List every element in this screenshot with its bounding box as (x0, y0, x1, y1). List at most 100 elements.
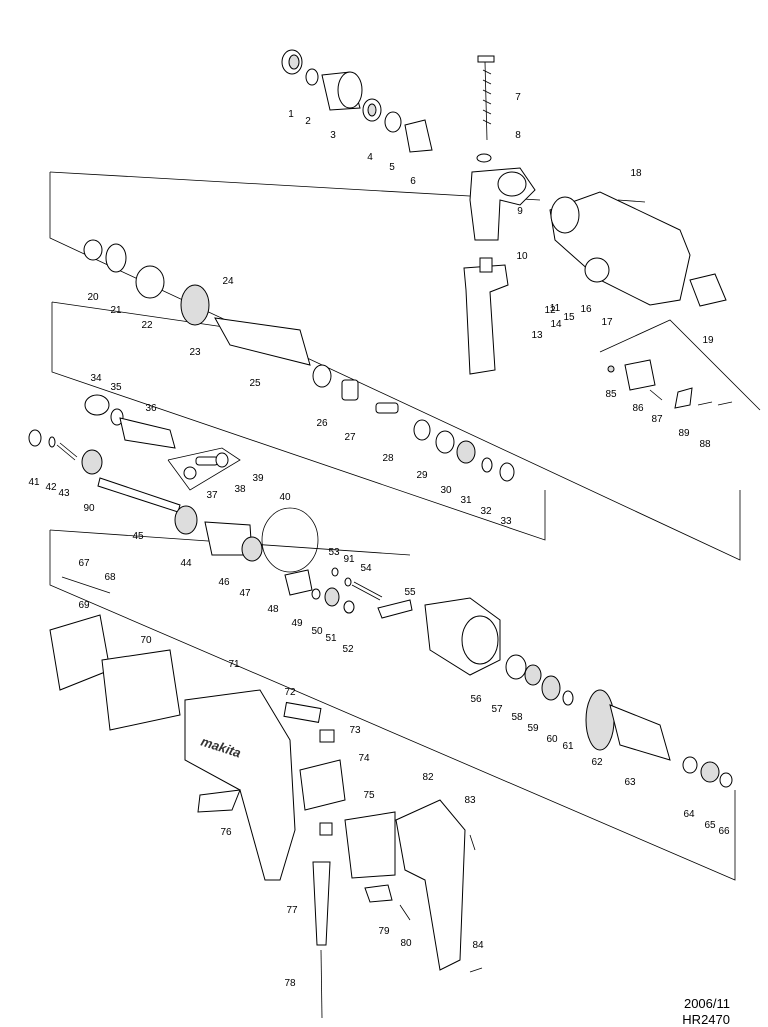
part-number-46: 46 (218, 577, 230, 588)
part-number-73: 73 (349, 725, 361, 736)
part-number-43: 43 (58, 488, 70, 499)
part-number-91: 91 (343, 554, 355, 565)
part-number-83: 83 (464, 795, 476, 806)
part-number-12: 12 (544, 305, 556, 316)
part-number-82: 82 (422, 772, 434, 783)
part-number-1: 1 (288, 109, 294, 120)
part-number-32: 32 (480, 506, 492, 517)
part-number-15: 15 (563, 312, 575, 323)
part-number-55: 55 (404, 587, 416, 598)
part-number-62: 62 (591, 757, 603, 768)
part-number-labels: 1234567891011121314151617181920212223242… (28, 92, 730, 989)
part-number-44: 44 (180, 558, 192, 569)
part-number-66: 66 (718, 826, 730, 837)
part-number-57: 57 (491, 704, 503, 715)
part-number-7: 7 (515, 92, 521, 103)
part-number-78: 78 (284, 978, 296, 989)
part-number-29: 29 (416, 470, 428, 481)
part-number-85: 85 (605, 389, 617, 400)
part-number-56: 56 (470, 694, 482, 705)
part-number-58: 58 (511, 712, 523, 723)
part-number-22: 22 (141, 320, 153, 331)
part-number-31: 31 (460, 495, 472, 506)
part-number-5: 5 (389, 162, 395, 173)
spindle-parts (83, 239, 515, 482)
part-number-86: 86 (632, 403, 644, 414)
part-number-89: 89 (678, 428, 690, 439)
part-number-90: 90 (83, 503, 95, 514)
chuck-parts (281, 49, 433, 153)
part-number-61: 61 (562, 741, 574, 752)
part-number-2: 2 (305, 116, 311, 127)
part-number-41: 41 (28, 477, 40, 488)
part-number-16: 16 (580, 304, 592, 315)
part-number-26: 26 (316, 418, 328, 429)
part-number-68: 68 (104, 572, 116, 583)
motor-parts (49, 576, 733, 1019)
part-number-70: 70 (140, 635, 152, 646)
gear-parts (28, 429, 501, 676)
part-number-34: 34 (90, 373, 102, 384)
part-number-8: 8 (515, 130, 521, 141)
part-number-87: 87 (651, 414, 663, 425)
part-number-30: 30 (440, 485, 452, 496)
part-number-50: 50 (311, 626, 323, 637)
part-number-14: 14 (550, 319, 562, 330)
part-number-18: 18 (630, 168, 642, 179)
part-number-27: 27 (344, 432, 356, 443)
part-number-17: 17 (601, 317, 613, 328)
part-number-65: 65 (704, 820, 716, 831)
part-number-75: 75 (363, 790, 375, 801)
part-number-67: 67 (78, 558, 90, 569)
footer-model: HR2470 (682, 1012, 730, 1027)
part-number-25: 25 (249, 378, 261, 389)
part-number-51: 51 (325, 633, 337, 644)
part-number-52: 52 (342, 644, 354, 655)
part-number-49: 49 (291, 618, 303, 629)
part-number-19: 19 (702, 335, 714, 346)
part-number-79: 79 (378, 926, 390, 937)
part-number-69: 69 (78, 600, 90, 611)
housing-parts (463, 55, 727, 375)
part-number-76: 76 (220, 827, 232, 838)
part-number-4: 4 (367, 152, 373, 163)
part-number-6: 6 (410, 176, 416, 187)
footer-date: 2006/11 (683, 996, 730, 1011)
part-number-59: 59 (527, 723, 539, 734)
part-number-63: 63 (624, 777, 636, 788)
part-number-84: 84 (472, 940, 484, 951)
part-number-36: 36 (145, 403, 157, 414)
part-number-33: 33 (500, 516, 512, 527)
part-number-35: 35 (110, 382, 122, 393)
part-number-60: 60 (546, 734, 558, 745)
part-number-88: 88 (699, 439, 711, 450)
part-number-21: 21 (110, 305, 122, 316)
part-number-72: 72 (284, 687, 296, 698)
part-number-64: 64 (683, 809, 695, 820)
part-number-74: 74 (358, 753, 370, 764)
part-number-20: 20 (87, 292, 99, 303)
part-number-53: 53 (328, 547, 340, 558)
part-number-42: 42 (45, 482, 57, 493)
part-number-11: 11 (550, 303, 561, 314)
switch-parts (607, 359, 733, 409)
part-number-3: 3 (330, 130, 336, 141)
part-number-54: 54 (360, 563, 372, 574)
part-number-45: 45 (132, 531, 144, 542)
part-number-71: 71 (228, 659, 240, 670)
part-number-39: 39 (252, 473, 264, 484)
part-number-48: 48 (267, 604, 279, 615)
part-number-9: 9 (517, 206, 523, 217)
part-number-47: 47 (239, 588, 251, 599)
part-number-23: 23 (189, 347, 201, 358)
part-number-13: 13 (531, 330, 543, 341)
part-number-10: 10 (516, 251, 528, 262)
part-number-38: 38 (234, 484, 246, 495)
part-number-77: 77 (286, 905, 298, 916)
part-number-37: 37 (206, 490, 218, 501)
part-number-80: 80 (400, 938, 412, 949)
part-number-28: 28 (382, 453, 394, 464)
part-number-24: 24 (222, 276, 234, 287)
part-number-40: 40 (279, 492, 291, 503)
